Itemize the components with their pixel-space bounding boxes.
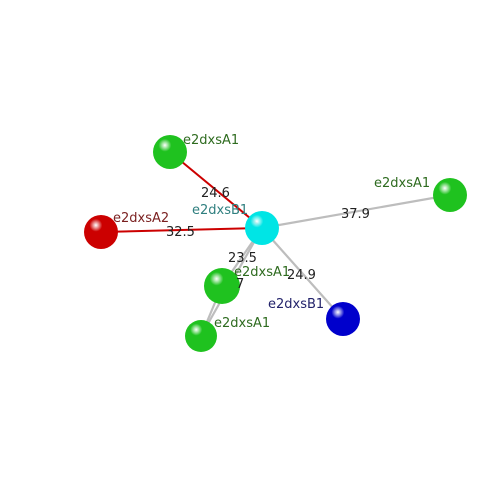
- node-lowmid[interactable]: [204, 268, 240, 304]
- edge-label: 37.9: [341, 207, 370, 222]
- edge-center-top: [169, 151, 263, 229]
- node-top[interactable]: [153, 135, 187, 169]
- node-label: e2dxsA1: [374, 176, 430, 191]
- edge-center-right: [261, 193, 451, 230]
- node-label: e2dxsB1: [192, 203, 248, 218]
- edge-label: 32.5: [166, 225, 195, 240]
- node-label: e2dxsB1: [268, 297, 324, 312]
- node-label: e2dxsA2: [113, 211, 169, 226]
- node-center[interactable]: [245, 211, 279, 245]
- node-left[interactable]: [84, 215, 118, 249]
- node-label: e2dxsA1: [234, 265, 290, 280]
- edge-label: 24.9: [287, 268, 316, 283]
- node-blue[interactable]: [326, 302, 360, 336]
- edge-center-blue: [261, 227, 344, 320]
- edge-label: 24.6: [201, 186, 230, 201]
- edge-label: 23.5: [228, 251, 257, 266]
- node-label: e2dxsA1: [214, 316, 270, 331]
- node-right[interactable]: [433, 178, 467, 212]
- edge-center-left: [100, 227, 263, 233]
- edge-label: 7: [236, 277, 244, 292]
- nodes-layer: [84, 135, 467, 352]
- node-bottom[interactable]: [185, 320, 217, 352]
- labels-layer: 24.6 32.5 37.9 23.5 24.9 7 e2dxsB1 e2dxsA1 e2dxs…: [113, 133, 430, 331]
- node-label: e2dxsA1: [183, 133, 239, 148]
